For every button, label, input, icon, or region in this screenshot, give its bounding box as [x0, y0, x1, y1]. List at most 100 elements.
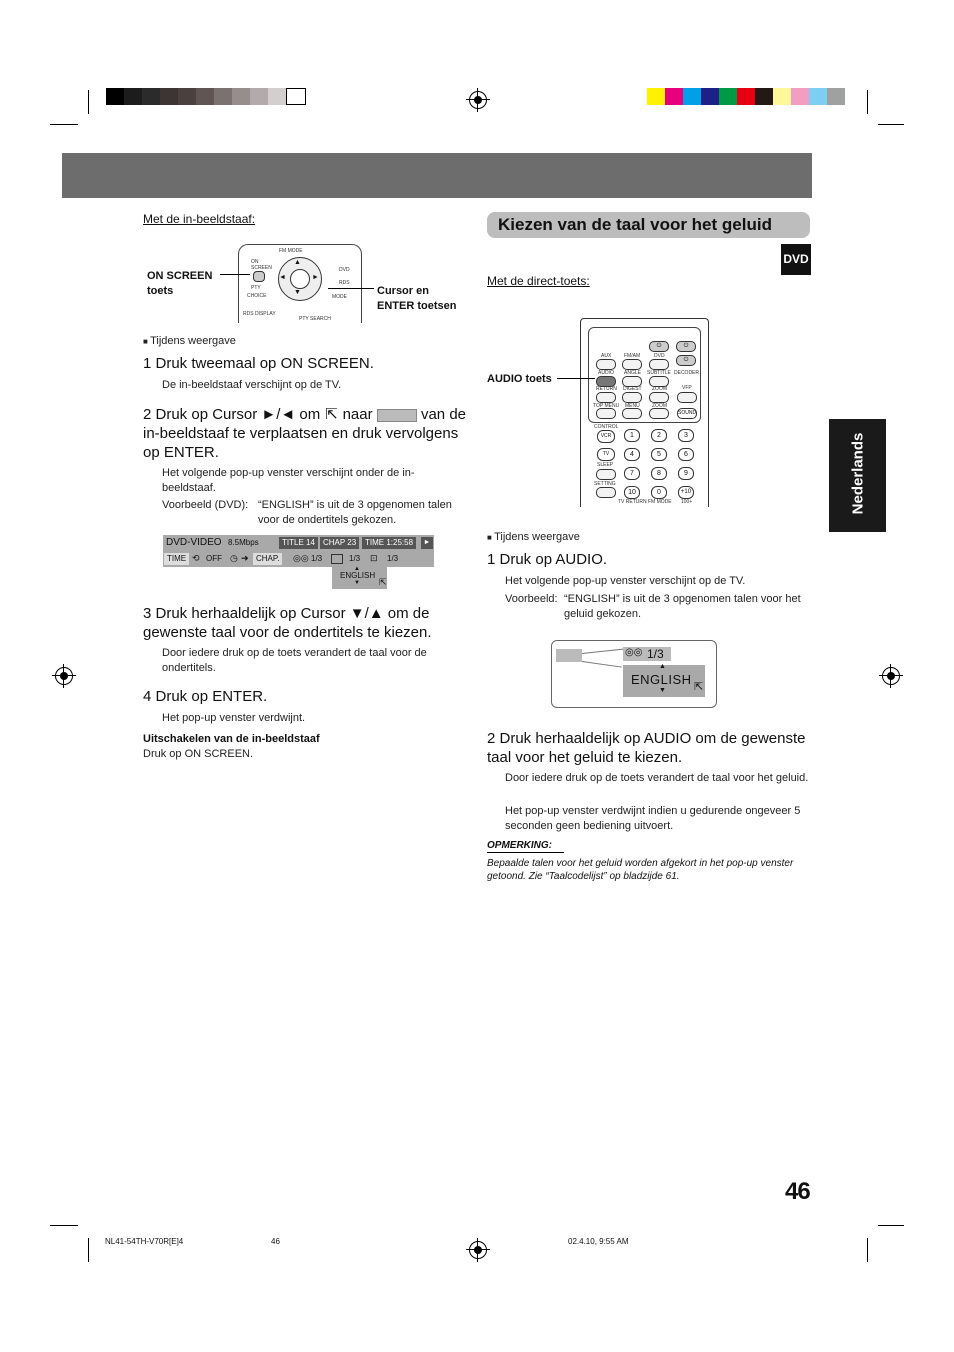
- off-heading: Uitschakelen van de in-beeldstaaf: [143, 733, 320, 745]
- remote-label: TV: [602, 451, 610, 457]
- swatch: [142, 88, 160, 105]
- osd-chapter: CHAP 23: [320, 537, 360, 549]
- right-step2-title: 2 Druk herhaaldelijk op AUDIO om de gewe…: [487, 730, 806, 766]
- enter-button: [290, 269, 310, 289]
- registration-mark: [466, 1238, 490, 1262]
- tv-button: ⏻: [649, 341, 669, 352]
- swatch: [160, 88, 178, 105]
- osd-bitrate: 8.5Mbps: [228, 538, 259, 547]
- swatch: [809, 88, 827, 105]
- tv-select-button: TV: [597, 448, 615, 461]
- pointer-icon: ⇱: [325, 406, 338, 423]
- swatch: [737, 88, 755, 105]
- swatch: [701, 88, 719, 105]
- cursor-right-icon: ►: [312, 274, 319, 281]
- osd-chap-search: CHAP.: [253, 553, 283, 565]
- remote-button: [596, 469, 616, 480]
- page-number: 46: [785, 1178, 811, 1205]
- audio-popup-frac: 1/3: [647, 647, 664, 661]
- swatch: [232, 88, 250, 105]
- subtitle-icon: [331, 554, 343, 564]
- cursor-down-icon: ▼: [294, 289, 301, 296]
- remote-label: SUBTITLE: [647, 370, 671, 376]
- callout-line: [328, 288, 374, 289]
- swatch: [827, 88, 845, 105]
- left-step2-title: 2 Druk op Cursor ►/◄ om ⇱ naar van de in…: [143, 405, 473, 462]
- callout-line: [220, 274, 250, 275]
- left-step3-title: 3 Druk herhaaldelijk op Cursor ▼/▲ om de…: [143, 605, 432, 641]
- page-title: Kiezen van de taal voor het geluid: [498, 215, 772, 234]
- footer-code: NL41-54TH-V70R[E]4: [105, 1237, 184, 1246]
- arrow-icon: ➜: [241, 553, 249, 563]
- osd-audio-frac: 1/3: [311, 554, 323, 563]
- remote-button: [649, 376, 669, 387]
- audio-popup-english: ENGLISH: [631, 672, 692, 687]
- swatch: [665, 88, 683, 105]
- number-button: 7: [624, 467, 640, 480]
- swatch: [791, 88, 809, 105]
- remote-button: [622, 376, 642, 387]
- swatch: [268, 88, 286, 105]
- osd-time: TIME: [164, 553, 190, 565]
- number-button: 4: [624, 448, 640, 461]
- swatch: [106, 88, 124, 105]
- sound-button: SOUND: [677, 408, 697, 419]
- language-side-tab: Nederlands: [829, 419, 886, 532]
- tv-screen-illustration: ◎◎ 1/3 ▲ ENGLISH ▼ ⇱: [551, 640, 717, 708]
- up-arrow-icon: ▲: [659, 663, 666, 670]
- remote-label: ZOOM: [652, 386, 667, 392]
- subtitle-icon: [376, 408, 417, 422]
- swatch: [647, 88, 665, 105]
- number-button: 2: [651, 429, 667, 442]
- remote-label: AUX: [601, 353, 612, 359]
- audio-popup: ◎◎ 1/3 ▲ ENGLISH ▼ ⇱: [623, 647, 705, 697]
- remote-label: SOUND: [678, 410, 697, 416]
- osd-angle-frac: 1/3: [387, 554, 399, 563]
- number-button: 10: [624, 486, 640, 499]
- audio-popup-header: ◎◎ 1/3: [623, 647, 671, 661]
- audio-button: [596, 376, 616, 387]
- remote-label: VCR: [600, 433, 612, 439]
- right-step2-text1: Door iedere druk op de toets verandert d…: [505, 772, 809, 784]
- note-underline: [487, 852, 564, 853]
- callout-line: [557, 378, 595, 379]
- crop-mark: [50, 1225, 78, 1226]
- cursor-up-icon: ▲: [294, 259, 301, 266]
- remote-button: [649, 359, 669, 370]
- dvd-badge: DVD: [781, 244, 811, 275]
- right-step1-title: 1 Druk op AUDIO.: [487, 551, 608, 568]
- vcr-button: VCR: [597, 430, 615, 443]
- number-button: 9: [678, 467, 694, 480]
- left-step3-text: Door iedere druk op de toets verandert d…: [162, 647, 427, 674]
- left-step1-text: De in-beeldstaaf verschijnt op de TV.: [162, 379, 342, 391]
- pointer-icon: ⇱: [379, 577, 387, 587]
- right-step1-example: “ENGLISH” is uit de 3 opgenomen talen vo…: [564, 593, 801, 620]
- crop-mark: [88, 90, 89, 114]
- swatch: [286, 88, 306, 105]
- remote-label: VFP: [682, 385, 692, 391]
- remote-label: RDS: [339, 280, 350, 286]
- remote-button: [596, 408, 616, 419]
- swatch: [214, 88, 232, 105]
- remote-label: ON SCREEN: [251, 259, 272, 271]
- cursor-left-icon: ◄: [279, 274, 286, 281]
- osd-subtitle-popup: ▲ ENGLISH ▼ ⇱: [332, 566, 387, 589]
- callout-cursor-enter: Cursor en ENTER toetsen: [377, 285, 457, 312]
- remote-button: [622, 408, 642, 419]
- remote-label: SLEEP: [597, 462, 614, 468]
- remote-label: DECODER: [674, 370, 700, 376]
- remote-label: TV RETURN: [618, 499, 647, 505]
- left-step4-text: Het pop-up venster verdwijnt.: [162, 712, 306, 724]
- callout-on-screen: ON SCREEN toets: [147, 270, 213, 297]
- osd-title: TITLE 14: [279, 537, 318, 549]
- note-heading: OPMERKING:: [487, 840, 552, 851]
- remote-button: [596, 487, 616, 498]
- off-text: Druk op ON SCREEN.: [143, 748, 254, 760]
- swatch: [196, 88, 214, 105]
- remote-button: [677, 392, 697, 403]
- right-intro: Met de direct-toets:: [487, 274, 590, 288]
- remote-label: CHOICE: [247, 293, 267, 299]
- footer-page: 46: [271, 1237, 280, 1246]
- swatch: [683, 88, 701, 105]
- left-step2-example: “ENGLISH” is uit de 3 opgenomen talen vo…: [258, 499, 452, 526]
